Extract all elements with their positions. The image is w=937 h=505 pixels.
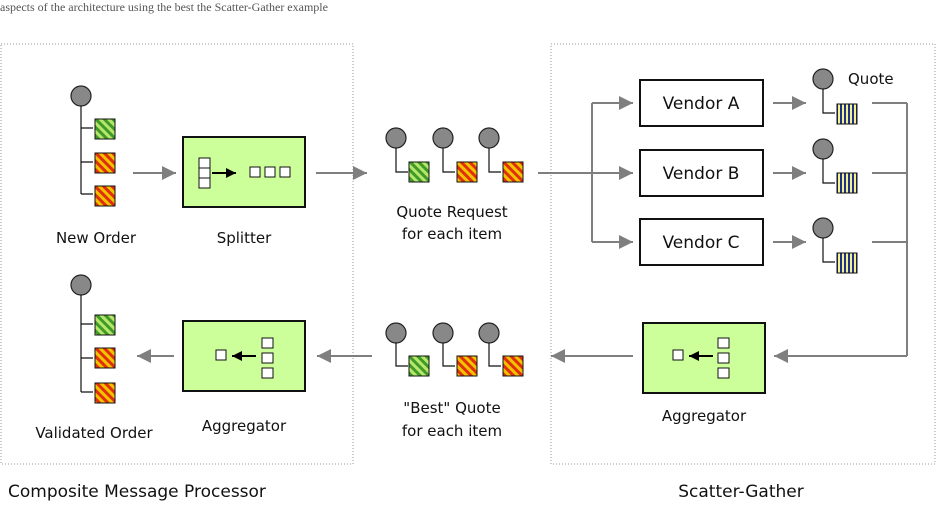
- vendor-b-box: Vendor B: [639, 149, 764, 197]
- splitter-label: Splitter: [217, 229, 272, 247]
- quote-request-label-2: for each item: [402, 225, 502, 243]
- composite-processor-group: [0, 43, 354, 465]
- vendor-b-label: Vendor B: [663, 164, 740, 184]
- vendor-a-box: Vendor A: [639, 79, 764, 127]
- scatter-lines: [538, 96, 633, 249]
- quote-message-b-icon: [812, 138, 858, 194]
- vendor-a-label: Vendor A: [663, 94, 740, 114]
- new-order-label: New Order: [56, 229, 137, 247]
- aggregator-left-box: [182, 320, 306, 392]
- quote-message-a-icon: [812, 68, 858, 125]
- composite-processor-caption: Composite Message Processor: [8, 482, 266, 502]
- top-caption: aspects of the architecture using the be…: [0, 0, 328, 14]
- best-quote-messages-icon: [385, 322, 524, 377]
- gather-lines: [774, 102, 908, 363]
- quote-label: Quote: [848, 70, 894, 88]
- aggregator-right-box: [642, 322, 766, 394]
- best-quote-label-2: for each item: [402, 422, 502, 440]
- quote-request-messages-icon: [385, 127, 524, 183]
- quote-request-label-1: Quote Request: [396, 203, 507, 221]
- validated-order-label: Validated Order: [35, 424, 153, 442]
- aggregator-right-label: Aggregator: [662, 407, 747, 425]
- aggregator-left-label: Aggregator: [202, 417, 287, 435]
- vendor-c-box: Vendor C: [639, 218, 764, 266]
- quote-message-c-icon: [812, 217, 858, 274]
- new-order-message-icon: [70, 85, 116, 207]
- scatter-gather-caption: Scatter-Gather: [678, 482, 803, 502]
- vendor-c-label: Vendor C: [663, 233, 740, 253]
- validated-order-message-icon: [70, 274, 116, 404]
- scatter-gather-group: [550, 43, 936, 465]
- splitter-box: [182, 136, 306, 208]
- best-quote-label-1: "Best" Quote: [403, 399, 500, 417]
